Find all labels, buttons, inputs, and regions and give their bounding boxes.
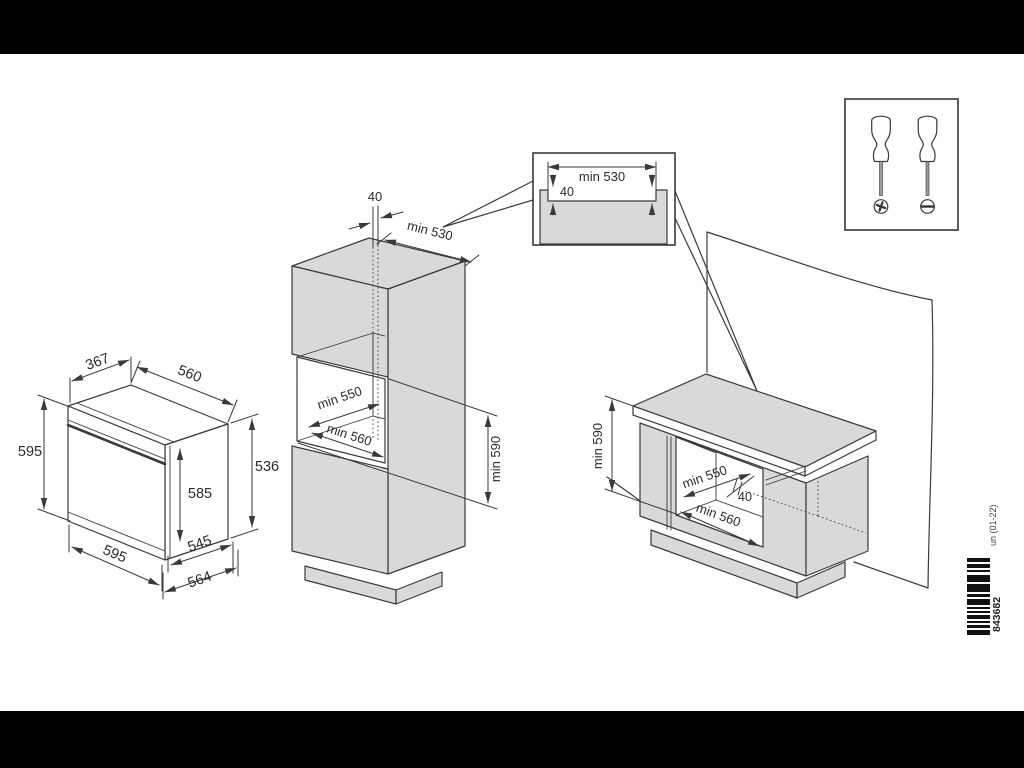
oven-door-height-label: 585 [188,486,212,502]
top-recess-detail-inset: min 530 40 [442,152,758,392]
inset-leader-right [674,190,758,392]
base-unit-rear-gap-label: 40 [738,490,752,504]
tall-unit-rear-gap-label: 40 [368,189,382,204]
tall-unit-top-depth-label: min 530 [406,218,455,244]
oven-dim-door-height: 585 [176,448,212,542]
footer-block: un (01-22) 843682 [967,504,1003,635]
tall-unit-dim-niche-height: min 590 [297,378,503,510]
base-unit-hidden-lines [744,481,867,534]
tall-unit-dim-rear-gap: 40 [348,189,404,230]
flathead-screwdriver-icon [917,115,938,214]
oven-height-front-label: 595 [18,444,42,460]
part-number: 843682 [991,597,1003,632]
oven-dim-top-depth: 367 [69,351,132,403]
oven-top-width-label: 560 [175,362,203,386]
base-unit-dim-niche-height: min 590 [590,395,680,516]
inset-dim-recess-depth: 40 [549,174,656,216]
oven-dim-height-front: 595 [18,394,71,522]
oven-dim-height-rear: 536 [230,413,279,539]
oven-total-depth-label: 564 [186,569,214,592]
inset-leader-left [442,180,534,228]
base-unit-niche-height-label: min 590 [590,423,605,469]
oven-height-rear-label: 536 [255,459,279,475]
phillips-screwdriver-icon [871,115,891,214]
oven-front-width-label: 595 [100,542,129,566]
tall-unit-body [291,237,466,605]
oven-body-depth-label: 545 [186,533,214,556]
tools-box [844,98,959,231]
oven-dim-body-depth: 545 [167,533,234,574]
inset-dim-recess-width: min 530 [547,161,657,197]
inset-recess-width-label: min 530 [579,169,625,184]
base-unit-view: 40 min 590 min 550 min 560 [590,231,934,599]
oven-body-outline [66,384,229,561]
edition-code: un (01-22) [988,504,998,546]
barcode [967,558,990,635]
inset-recess-depth-label: 40 [560,185,574,199]
oven-dim-total-depth: 564 [162,549,239,600]
tools-box-frame [844,98,959,231]
oven-top-depth-label: 367 [84,351,112,374]
tall-unit-view: 40 min 530 min 550 min 560 min 590 [291,189,503,605]
oven-isometric-view: 367 560 595 536 585 [18,351,279,600]
tall-unit-niche-height-label: min 590 [488,436,503,482]
